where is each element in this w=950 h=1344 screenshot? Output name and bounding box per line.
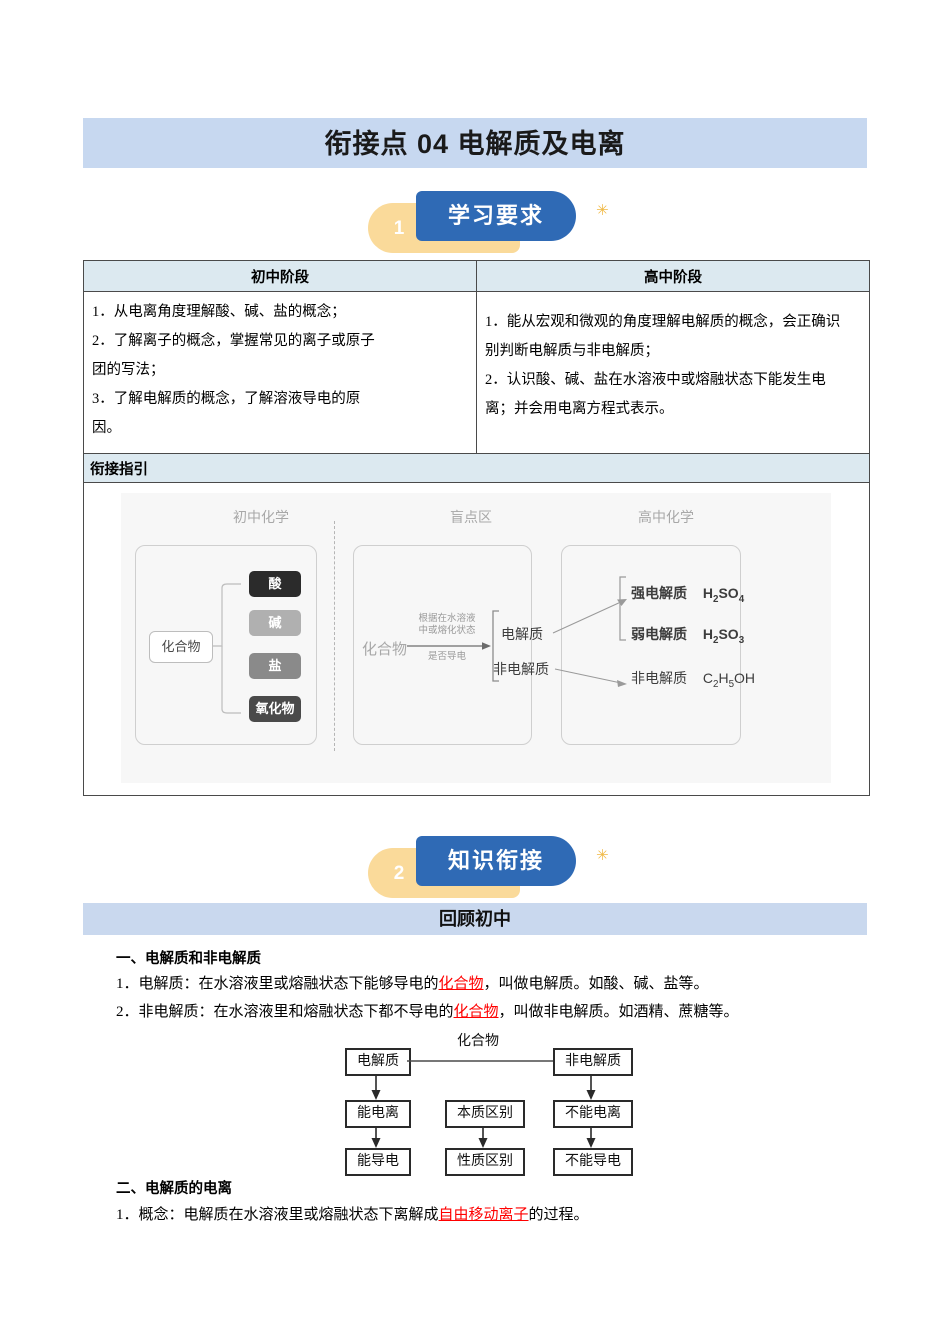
senior-item-formula-1: H2SO3 <box>702 626 745 646</box>
flow-chart-connectors <box>371 1060 596 1148</box>
table-header-row: 初中阶段 高中阶段 <box>83 260 870 292</box>
content-line-3: 1．概念：电解质在水溶液里或熔融状态下离解成自由移动离子的过程。 <box>116 1203 589 1224</box>
diagram-column-label-blind: 盲点区 <box>450 509 492 525</box>
requirements-table: 初中阶段 高中阶段 1．从电离角度理解酸、碱、盐的概念； 2．了解离子的概念，掌… <box>83 260 870 796</box>
flow-box-property-difference: 性质区别 <box>445 1148 525 1176</box>
flow-chart-title: 化合物 <box>457 1034 499 1049</box>
table-header-junior: 初中阶段 <box>83 260 477 292</box>
flow-box-essential-difference: 本质区别 <box>445 1100 525 1128</box>
concept-diagram: 初中化学 盲点区 高中化学 化合物 酸 碱 盐 氧化物 <box>121 493 831 783</box>
sparkle-icon: ✳ <box>596 846 609 864</box>
guide-header-cell: 衔接指引 <box>83 453 870 483</box>
line-1-highlight: 化合物 <box>438 976 484 992</box>
diagram-panel-blind <box>353 545 532 745</box>
flow-box-nonelectrolyte: 非电解质 <box>553 1048 633 1076</box>
senior-item-label-0: 强电解质 <box>631 585 687 601</box>
junior-line: 因。 <box>92 420 121 436</box>
arrow-label-mid: 中或熔化状态 <box>418 625 476 636</box>
concept-diagram-cell: 初中化学 盲点区 高中化学 化合物 酸 碱 盐 氧化物 <box>83 482 870 796</box>
badge-blue-shape <box>416 836 576 886</box>
table-header-senior: 高中阶段 <box>476 260 870 292</box>
diagram-column-label-senior: 高中化学 <box>638 509 694 525</box>
junior-root-box: 化合物 <box>149 631 213 663</box>
line-1-post: ，叫做电解质。如酸、碱、盐等。 <box>483 976 709 992</box>
senior-line: 2．认识酸、碱、盐在水溶液中或熔融状态下能发生电 <box>485 372 826 388</box>
badge-number: 2 <box>393 863 405 884</box>
badge-number: 1 <box>393 218 405 239</box>
junior-chip-base: 碱 <box>249 610 301 636</box>
senior-requirements-cell: 1．能从宏观和微观的角度理解电解质的概念，会正确识 别判断电解质与非电解质； 2… <box>476 291 870 454</box>
electrolyte-flow-chart: 化合物 电解质 能电离 能导电 本质区别 性质区别 非电解质 不能电离 不能导电 <box>345 1030 633 1176</box>
senior-item-label-2: 非电解质 <box>631 670 687 686</box>
badge-label: 知识衔接 <box>447 848 544 873</box>
diagram-connectors <box>213 576 627 714</box>
flow-box-electrolyte: 电解质 <box>345 1048 411 1076</box>
blind-root-label: 化合物 <box>362 641 408 658</box>
junior-line: 2．了解离子的概念，掌握常见的离子或原子 <box>92 333 375 349</box>
senior-item-formula-0: H2SO4 <box>702 585 745 605</box>
flow-box-can-conduct: 能导电 <box>345 1148 411 1176</box>
senior-strong-electrolyte-label: 强电解质 H2SO4 <box>631 583 744 605</box>
junior-line: 3．了解电解质的概念，了解溶液导电的原 <box>92 391 361 407</box>
senior-line: 离；并会用电离方程式表示。 <box>485 401 674 417</box>
badge-blue-shape <box>416 191 576 241</box>
arrow-label-bottom: 是否导电 <box>427 651 466 662</box>
table-body-row: 1．从电离角度理解酸、碱、盐的概念； 2．了解离子的概念，掌握常见的离子或原子 … <box>83 291 870 454</box>
line-3-post: 的过程。 <box>528 1207 589 1223</box>
content-line-2: 2．非电解质：在水溶液里和熔融状态下都不导电的化合物，叫做非电解质。如酒精、蔗糖… <box>116 1000 739 1021</box>
junior-chip-salt: 盐 <box>249 653 301 679</box>
sparkle-icon: ✳ <box>596 201 609 219</box>
junior-chip-acid: 酸 <box>249 571 301 597</box>
senior-weak-electrolyte-label: 弱电解质 H2SO3 <box>631 624 744 646</box>
line-2-post: ，叫做非电解质。如酒精、蔗糖等。 <box>498 1004 739 1020</box>
content-heading-2: 二、电解质的电离 <box>116 1181 232 1197</box>
title-banner <box>83 118 867 168</box>
flow-box-can-ionize: 能电离 <box>345 1100 411 1128</box>
diagram-divider <box>334 521 335 751</box>
junior-line: 1．从电离角度理解酸、碱、盐的概念； <box>92 304 346 320</box>
arrow-label-top: 根据在水溶液 <box>418 613 476 624</box>
junior-requirements-cell: 1．从电离角度理解酸、碱、盐的概念； 2．了解离子的概念，掌握常见的离子或原子 … <box>83 291 477 454</box>
junior-line: 团的写法； <box>92 362 165 378</box>
diagram-column-label-junior: 初中化学 <box>233 509 289 525</box>
diagram-panel-senior <box>561 545 741 745</box>
diagram-panel-junior <box>135 545 317 745</box>
badge-label: 学习要求 <box>447 203 544 228</box>
content-line-1: 1．电解质：在水溶液里或熔融状态下能够导电的化合物，叫做电解质。如酸、碱、盐等。 <box>116 972 709 993</box>
guide-header-row: 衔接指引 <box>83 453 870 483</box>
section-badge-2: 2 知识衔接 ✳ <box>360 836 609 898</box>
content-heading-1: 一、电解质和非电解质 <box>116 951 261 967</box>
line-3-highlight: 自由移动离子 <box>438 1207 529 1223</box>
flow-box-cannot-ionize: 不能电离 <box>553 1100 633 1128</box>
senior-item-label-1: 弱电解质 <box>631 626 687 642</box>
line-3-pre: 1．概念：电解质在水溶液里或熔融状态下离解成 <box>116 1207 439 1223</box>
line-1-pre: 1．电解质：在水溶液里或熔融状态下能够导电的 <box>116 976 439 992</box>
diagram-row: 初中化学 盲点区 高中化学 化合物 酸 碱 盐 氧化物 <box>83 482 870 796</box>
review-band: 回顾初中 <box>83 903 867 935</box>
senior-line: 1．能从宏观和微观的角度理解电解质的概念，会正确识 <box>485 314 841 330</box>
section-badge-1: 1 学习要求 ✳ <box>360 191 609 253</box>
senior-line: 别判断电解质与非电解质； <box>485 343 659 359</box>
senior-nonelectrolyte-label: 非电解质 C2H5OH <box>631 668 755 690</box>
page-title: 衔接点 04 电解质及电离 <box>324 129 626 159</box>
blind-branch-nonelectrolyte: 非电解质 <box>493 661 549 677</box>
flow-box-cannot-conduct: 不能导电 <box>553 1148 633 1176</box>
line-2-highlight: 化合物 <box>453 1004 499 1020</box>
blind-branch-electrolyte: 电解质 <box>501 626 543 642</box>
senior-item-formula-2: C2H5OH <box>702 670 756 690</box>
junior-chip-oxide: 氧化物 <box>249 696 301 722</box>
line-2-pre: 2．非电解质：在水溶液里和熔融状态下都不导电的 <box>116 1004 454 1020</box>
